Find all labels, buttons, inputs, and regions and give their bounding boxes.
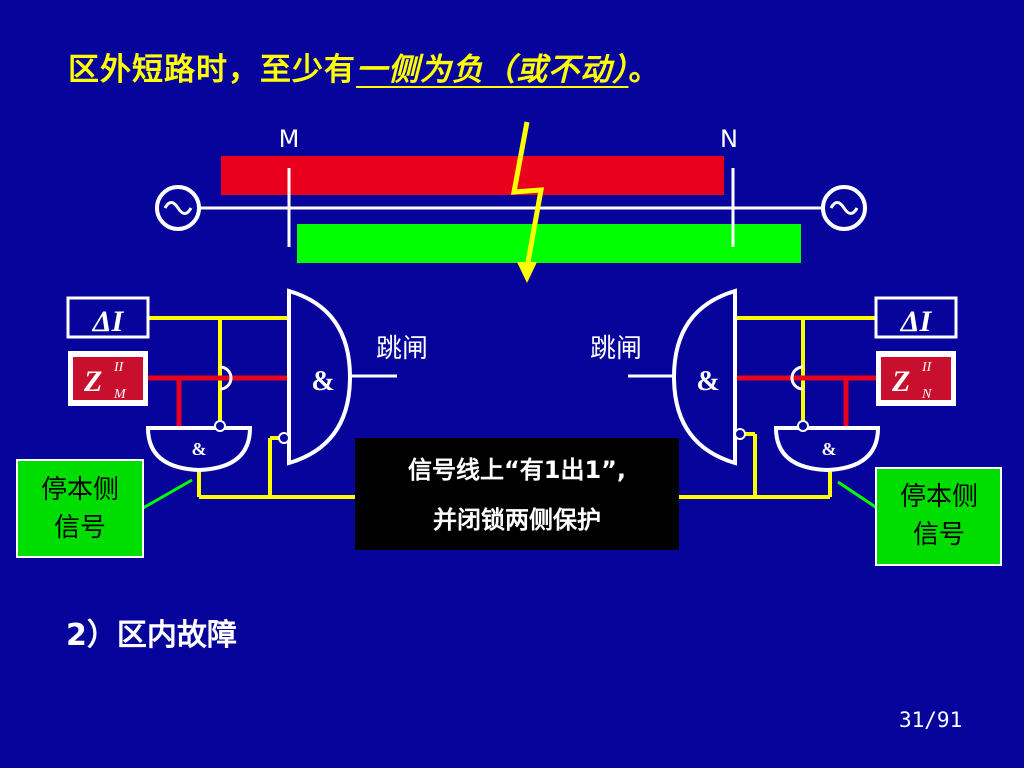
left-z-sub: M bbox=[113, 387, 127, 402]
fault-lightning-icon bbox=[510, 121, 545, 283]
right-delta-i-box bbox=[874, 296, 958, 339]
right-inverter-bubble bbox=[734, 428, 746, 440]
right-z-sub: N bbox=[921, 387, 932, 402]
signal-note-line2: 并闭锁两侧保护 bbox=[433, 506, 601, 534]
left-stop-pointer bbox=[142, 478, 193, 510]
right-small-bubble bbox=[797, 420, 809, 432]
transmission-line: M N bbox=[155, 121, 867, 283]
title-main: 区外短路时，至少有 bbox=[68, 52, 356, 88]
left-delta-i-box bbox=[66, 296, 150, 339]
left-and-gate-main-label: & bbox=[311, 366, 334, 397]
green-direction-bar bbox=[297, 224, 801, 263]
right-stop-signal-line1: 停本侧 bbox=[900, 482, 978, 512]
left-trip-label: 跳闸 bbox=[376, 334, 428, 364]
left-inverter-bubble bbox=[278, 432, 290, 444]
left-and-gate-small-label: & bbox=[192, 439, 207, 459]
title-emphasis: 一侧为负（或不动） bbox=[356, 52, 629, 88]
left-logic: ΔI Z II M & & 跳闸 停本侧 信号 bbox=[16, 288, 830, 558]
bus-n-label: N bbox=[720, 125, 738, 153]
red-direction-bar bbox=[221, 156, 724, 195]
right-source-icon bbox=[821, 185, 867, 231]
section-heading: 2）区内故障 bbox=[66, 618, 237, 653]
right-trip-label: 跳闸 bbox=[590, 334, 642, 364]
right-and-gate-main bbox=[671, 288, 737, 466]
right-and-gate-main-label: & bbox=[696, 366, 719, 397]
left-stop-signal-line1: 停本侧 bbox=[41, 475, 119, 505]
signal-note-box bbox=[355, 438, 679, 550]
right-delta-i-label: ΔI bbox=[900, 305, 933, 338]
left-z-box bbox=[73, 357, 143, 400]
right-logic: ΔI Z II N & & 跳闸 停本侧 信号 bbox=[590, 288, 1002, 566]
left-and-gate-small bbox=[145, 426, 253, 473]
left-stop-signal-box bbox=[16, 459, 144, 558]
left-crossover-icon bbox=[219, 365, 233, 391]
left-z-var: Z bbox=[83, 365, 102, 398]
left-z-sup: II bbox=[113, 360, 125, 375]
right-stop-signal-line2: 信号 bbox=[913, 520, 965, 550]
right-signal-wires bbox=[735, 316, 876, 497]
right-crossover-icon bbox=[790, 365, 804, 391]
left-source-icon bbox=[155, 185, 201, 231]
signal-note: 信号线上“有1出1”, 并闭锁两侧保护 bbox=[355, 438, 679, 550]
left-stop-signal-line2: 信号 bbox=[54, 513, 106, 543]
signal-note-line1: 信号线上“有1出1”, bbox=[408, 456, 626, 484]
title-end: 。 bbox=[628, 52, 661, 88]
page-number: 31/91 bbox=[899, 708, 963, 732]
right-z-box bbox=[881, 357, 951, 400]
right-z-sup: II bbox=[921, 360, 933, 375]
right-z-var: Z bbox=[891, 365, 910, 398]
slide-title: 区外短路时，至少有一侧为负（或不动）。 bbox=[68, 44, 661, 89]
right-and-gate-small-label: & bbox=[822, 439, 837, 459]
right-and-gate-small bbox=[773, 426, 881, 473]
left-and-gate-main bbox=[287, 288, 353, 466]
right-stop-pointer bbox=[837, 480, 878, 510]
bus-m-label: M bbox=[279, 125, 300, 153]
left-delta-i-label: ΔI bbox=[92, 305, 125, 338]
right-stop-signal-box bbox=[875, 467, 1002, 566]
left-small-bubble bbox=[214, 420, 226, 432]
